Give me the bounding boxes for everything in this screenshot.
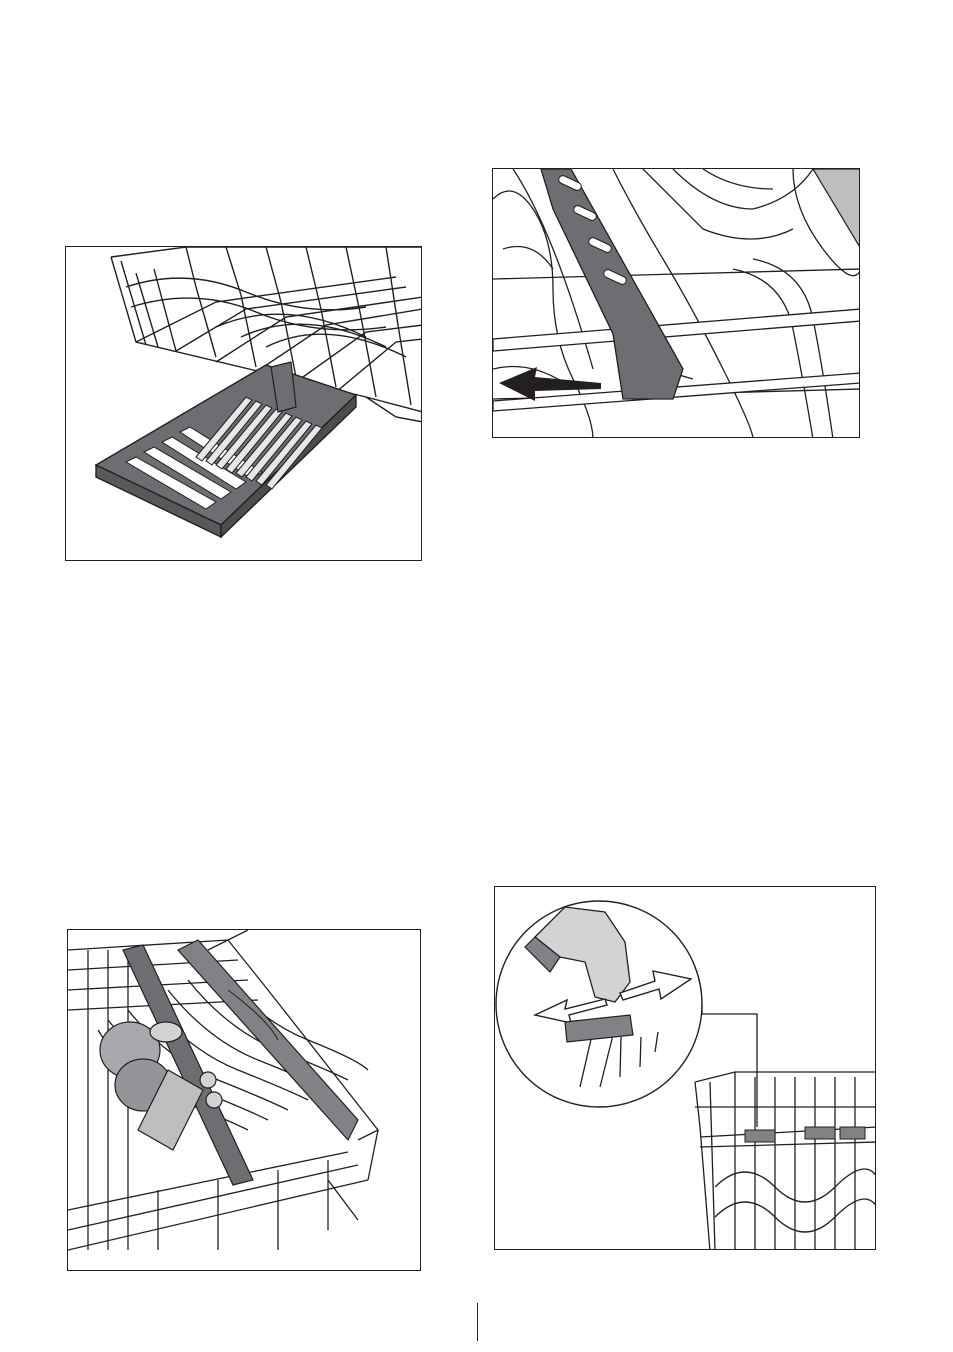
- cutlery-drawer-illustration: [66, 247, 422, 561]
- glass-rack-illustration: [68, 930, 421, 1271]
- rack-adjustment-illustration: [495, 887, 876, 1250]
- glass-rack-figure: [67, 929, 421, 1271]
- cutlery-drawer-figure: [65, 246, 422, 561]
- rack-adjustment-figure: [494, 886, 876, 1250]
- rack-holder-figure: [492, 168, 860, 438]
- rack-holder-illustration: [493, 169, 860, 438]
- page-divider: [477, 1303, 478, 1341]
